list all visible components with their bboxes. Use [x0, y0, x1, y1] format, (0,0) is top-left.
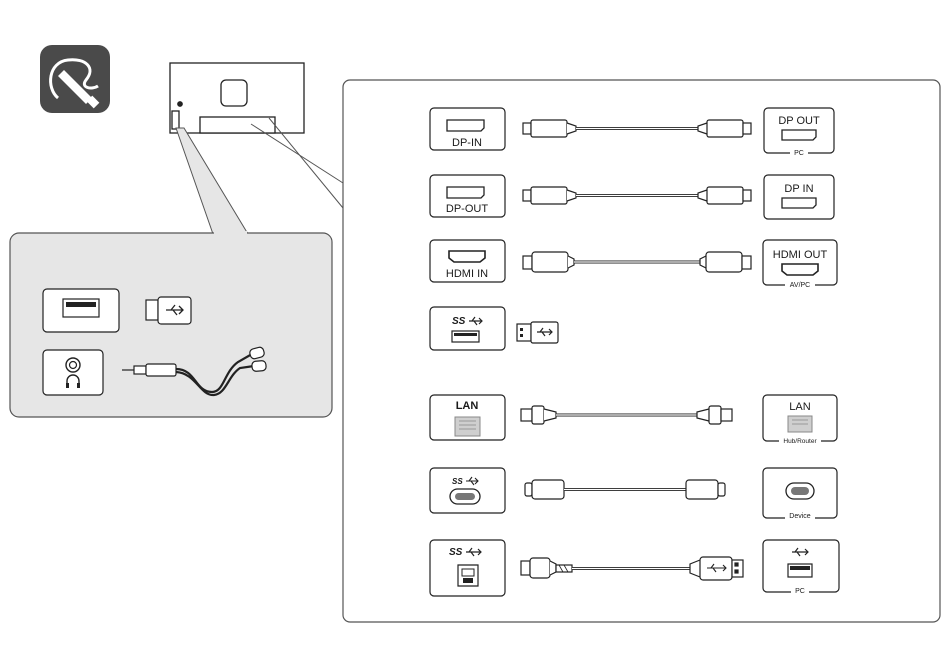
hdmi-out-device-sub: AV/PC — [790, 282, 811, 289]
pc-dp-out-device: DP OUT PC — [764, 108, 834, 157]
cable-connection-icon — [40, 45, 110, 113]
usb-flash-drive-icon — [146, 297, 191, 324]
hdmi-out-device-label: HDMI OUT — [773, 249, 828, 261]
dp-in-port: DP-IN — [430, 108, 505, 150]
usb-c-ss-port: SS — [430, 468, 505, 513]
usb-pc-device-sub: PC — [795, 588, 805, 595]
dp-out-device-label: DP OUT — [778, 115, 820, 127]
hdmi-in-port: HDMI IN — [430, 240, 505, 282]
dp-out-port: DP-OUT — [430, 175, 505, 217]
hdmi-in-label: HDMI IN — [446, 268, 488, 280]
hub-router-device: LAN Hub/Router — [763, 395, 837, 445]
dp-out-label: DP-OUT — [446, 203, 488, 215]
usb-a-ss-port: SS — [430, 307, 505, 350]
dp-out-device-sub: PC — [794, 150, 804, 157]
usb-b-ss-port: SS — [430, 540, 505, 596]
dp-in-device: DP IN — [764, 175, 834, 219]
monitor-rear-view — [170, 63, 304, 133]
ss-c-label: SS — [452, 477, 463, 486]
lan-device-sub: Hub/Router — [783, 438, 817, 445]
pc-usb-a-device: PC — [763, 540, 839, 595]
typec-device-sub: Device — [789, 513, 811, 520]
dp-in-device-label: DP IN — [784, 183, 813, 195]
usb-flash-drive-icon-2 — [517, 322, 558, 343]
headphone-port — [43, 350, 103, 395]
usb-a-port — [43, 289, 119, 332]
lan-label: LAN — [456, 400, 479, 412]
usb-c-device: Device — [763, 468, 837, 520]
ss-label: SS — [452, 316, 466, 327]
lan-device-label: LAN — [789, 401, 810, 413]
dp-in-label: DP-IN — [452, 137, 482, 149]
ss-b-label: SS — [449, 547, 463, 558]
av-pc-hdmi-out-device: HDMI OUT AV/PC — [763, 240, 837, 289]
lan-port: LAN — [430, 395, 505, 440]
